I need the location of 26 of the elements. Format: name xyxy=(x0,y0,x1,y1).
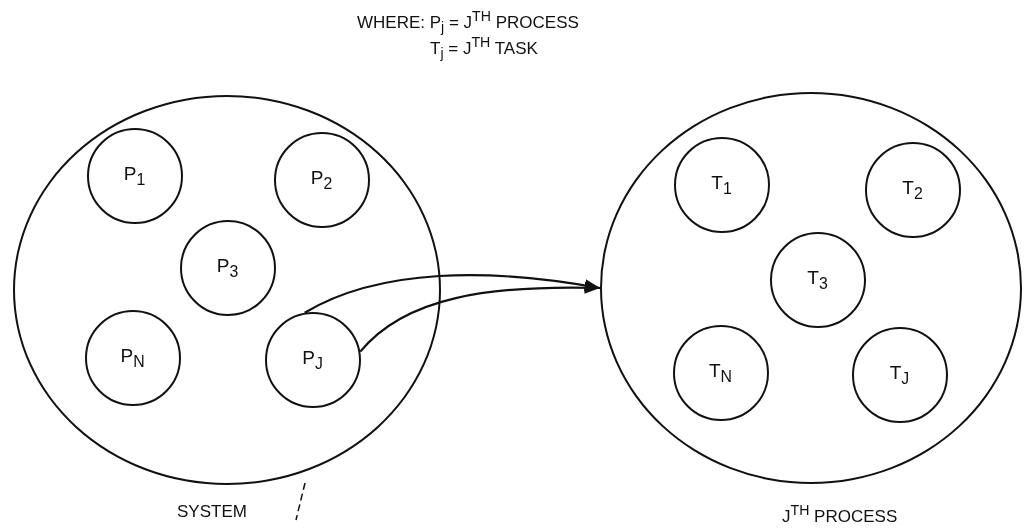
node-label: P$_{N}$ xyxy=(120,344,145,371)
node-label: T$_{2}$ xyxy=(902,176,923,203)
node-label: T$_{3}$ xyxy=(807,266,828,293)
circle-node xyxy=(672,324,769,421)
node-label: T$_{1}$ xyxy=(711,171,732,198)
node-label: P$_{3}$ xyxy=(216,254,239,281)
node-label: T$_{J}$ xyxy=(889,361,910,388)
circle-node xyxy=(864,141,961,238)
node-label: P$_{J}$ xyxy=(302,346,323,373)
arrow xyxy=(359,281,600,353)
circle-node xyxy=(179,219,276,316)
note-text: WHERE: P$_{j}$ = J$^{TH}$ PROCESS xyxy=(357,8,579,36)
node-label: P$_{2}$ xyxy=(310,166,333,193)
circle-node xyxy=(264,311,361,408)
circle-node xyxy=(86,127,183,224)
circle-node xyxy=(851,326,948,423)
arrow xyxy=(304,274,601,314)
group-title: SYSTEM xyxy=(177,502,247,522)
note-text: T$_{j}$ = J$^{TH}$ TASK xyxy=(430,34,538,62)
node-label: T$_{N}$ xyxy=(708,359,732,386)
node-label: P$_{1}$ xyxy=(123,162,146,189)
circle-node xyxy=(769,231,866,328)
circle-node xyxy=(273,131,370,228)
circle-node xyxy=(673,136,770,233)
group-title: J$^{TH}$ PROCESS xyxy=(782,502,898,527)
circle-node xyxy=(84,309,181,406)
